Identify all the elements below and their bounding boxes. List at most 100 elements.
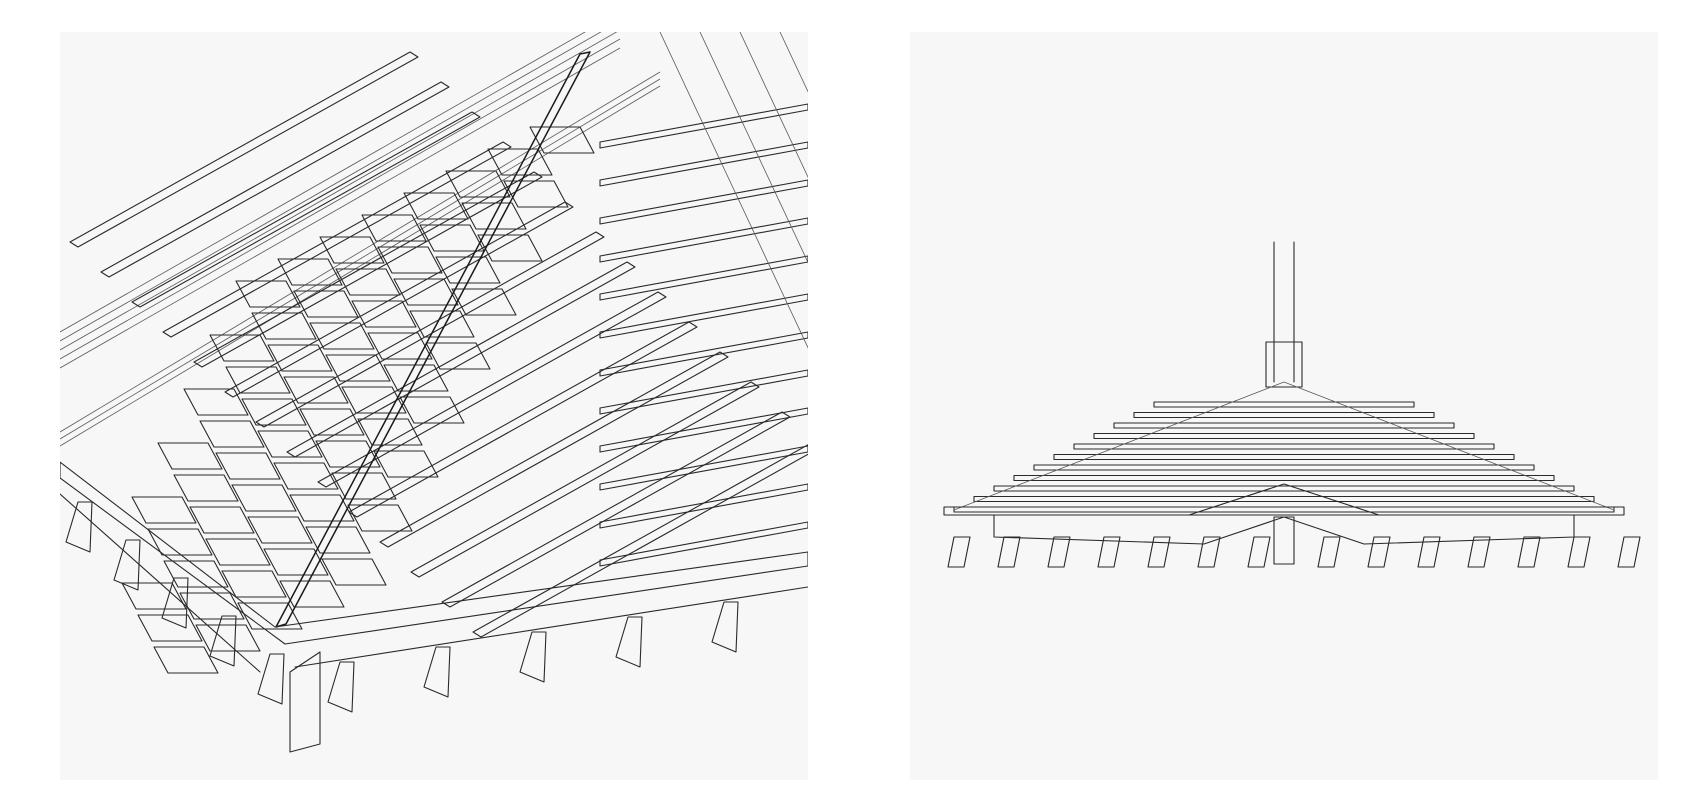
rafter	[348, 321, 698, 518]
tile-group	[121, 126, 595, 674]
roof-tile	[419, 224, 485, 252]
roof-batten	[1153, 401, 1415, 408]
rafter	[472, 444, 808, 638]
eave-plate	[60, 461, 808, 645]
roof-tile	[241, 398, 307, 426]
roof-tile	[373, 450, 439, 478]
eave-group	[60, 461, 808, 673]
right-rafter	[599, 407, 808, 453]
purlin-line	[60, 32, 618, 351]
strut-line	[659, 32, 808, 349]
eave-bracket	[1417, 536, 1441, 568]
rafter	[131, 111, 481, 308]
right-rafter	[599, 217, 808, 263]
roof-tile	[147, 528, 213, 556]
purlin-line	[60, 78, 661, 440]
strut-line	[699, 32, 808, 264]
roof-tile	[157, 442, 223, 470]
eave-beam	[943, 506, 1625, 516]
right-rafter	[599, 483, 808, 529]
eave-bracket	[711, 601, 739, 653]
roof-elevation-drawing	[943, 241, 1641, 568]
roof-tile	[347, 504, 413, 532]
rafter	[255, 231, 605, 428]
roof-batten	[993, 485, 1575, 492]
roof-tile	[131, 496, 197, 524]
roof-tile	[237, 602, 303, 630]
right-rafter	[599, 293, 808, 339]
hip-beam-shape	[275, 51, 591, 628]
right-rafter	[599, 179, 808, 225]
right-rafter	[599, 521, 808, 567]
right-rafter	[599, 331, 808, 377]
eave-bracket	[1567, 536, 1591, 568]
eave-bracket	[257, 653, 285, 705]
roof-tile	[267, 344, 333, 372]
roof-tile	[399, 396, 465, 424]
roof-tile	[283, 376, 349, 404]
roof-tile	[331, 472, 397, 500]
right-rafter	[599, 255, 808, 301]
roof-perspective-panel	[60, 32, 808, 780]
roof-tile	[205, 538, 271, 566]
roof-tile	[403, 192, 469, 220]
purlin-line	[60, 38, 621, 360]
eave-bracket	[161, 577, 189, 629]
center-column-shape	[1273, 516, 1295, 565]
roof-tile	[351, 300, 417, 328]
eave-bracket	[1097, 536, 1121, 568]
roof-tile	[487, 148, 553, 176]
roof-tile	[121, 582, 187, 610]
roof-tile	[321, 558, 387, 586]
bracket-group	[947, 536, 1641, 568]
right-rafter	[599, 103, 808, 149]
roof-tile	[293, 290, 359, 318]
eave-bracket	[113, 539, 141, 591]
roof-tile	[377, 246, 443, 274]
roof-batten	[1053, 453, 1515, 461]
roof-tile	[299, 408, 365, 436]
king-post	[1265, 241, 1303, 388]
roof-tile	[341, 386, 407, 414]
roof-batten	[1113, 422, 1455, 429]
roof-tile	[221, 570, 287, 598]
roof-tile	[263, 548, 329, 576]
roof-tile	[425, 342, 491, 370]
roof-tile	[435, 256, 501, 284]
eave-bracket	[209, 615, 237, 667]
roof-tile	[309, 322, 375, 350]
rafter	[224, 201, 574, 398]
roof-tile	[153, 646, 219, 674]
roof-tile	[393, 278, 459, 306]
strut-line	[739, 32, 808, 179]
eave-bracket	[519, 631, 547, 683]
eave-bracket	[1047, 536, 1071, 568]
roof-tile	[189, 506, 255, 534]
roof-tile	[225, 366, 291, 394]
rafter-group	[69, 51, 808, 638]
eave-bracket	[1317, 536, 1341, 568]
roof-tile	[361, 214, 427, 242]
eave-bracket	[65, 501, 93, 553]
eave-bracket	[1247, 536, 1271, 568]
roof-tile	[357, 418, 423, 446]
roof-batten	[1073, 443, 1495, 450]
purlin-line	[60, 32, 602, 342]
eave-group	[943, 483, 1625, 545]
roof-tile	[445, 170, 511, 198]
roof-tile	[179, 592, 245, 620]
roof-tile	[383, 364, 449, 392]
roof-tile	[277, 258, 343, 286]
roof-tile	[367, 332, 433, 360]
rafter	[379, 351, 729, 548]
right-rafter-group	[599, 103, 808, 567]
rafter	[441, 411, 791, 608]
roof-tile	[199, 420, 265, 448]
roof-batten	[1133, 411, 1435, 419]
slope-line	[1283, 381, 1615, 511]
rafter	[317, 291, 667, 488]
roof-tile	[209, 334, 275, 362]
roof-tile	[273, 462, 339, 490]
eave-bracket	[1517, 536, 1541, 568]
roof-tile	[319, 236, 385, 264]
